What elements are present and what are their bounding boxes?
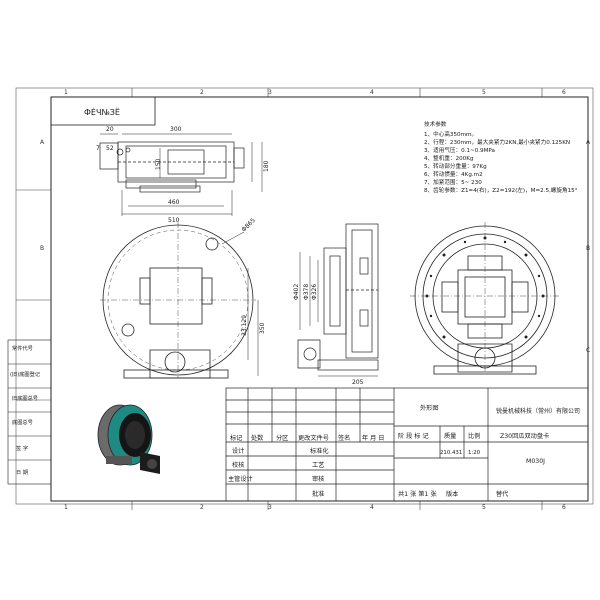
grid-col-2-bottom: 2 [200,504,204,511]
header-sign: 签名 [338,434,350,442]
dim-phi326: Φ326 [311,284,318,300]
tech-notes-heading: 技术参数 [424,120,447,128]
weight-value: 210.431 [440,450,462,456]
dim-300: 300 [170,126,182,133]
grid-row-b: B [40,245,44,252]
version-label: 版本 [446,490,458,498]
back-view [410,222,560,375]
replace-label: 替代 [496,490,509,498]
header-change-doc: 更改文件号 [298,434,329,442]
grid-col-4-bottom: 4 [370,504,374,511]
left-strip [7,339,52,485]
tech-note-5: 5、转动部分重量：97Kg [424,162,487,170]
drawing-name: 外形图 [420,404,439,412]
part-name: Z30回瓜双动盘卡 [500,432,549,440]
back-view-bolts [425,236,545,339]
grid-col-1-bottom: 1 [64,504,68,511]
dim-phi402: Φ402 [293,284,300,300]
row-check: 校核 [232,461,244,469]
grid-col-3-top: 3 [268,89,272,96]
side-view-dims [299,252,378,377]
front-view [100,222,256,379]
grid-col-1-top: 1 [64,89,68,96]
dim-510: 510 [168,217,180,224]
scale-label: 比例 [468,432,480,440]
tech-note-2: 2、行程：230mm，最大夹紧力2KN,最小夹紧力0.125KN [424,138,570,146]
dim-180: 180 [263,160,270,172]
grid-col-4-top: 4 [370,89,374,96]
left-strip-label-1: 常件代号 [12,344,33,352]
tech-note-1: 1、中心高350mm。 [424,130,477,138]
dim-33129: 33.129 [241,315,248,336]
row-chief: 主管设计 [228,475,253,483]
tech-notes: 技术参数 1、中心高350mm。 2、行程：230mm，最大夹紧力2KN,最小夹… [424,120,578,194]
header-count: 处数 [251,434,264,442]
grid-col-2-top: 2 [200,89,204,96]
grid-row-a: A [40,139,45,146]
grid-col-5-bottom: 5 [482,504,486,511]
tech-note-6: 6、转动惯量：4Kg.m2 [424,170,483,178]
dim-phi865: Φ865 [240,217,257,234]
row-review: 审核 [312,475,324,483]
top-view-dims [100,133,263,216]
scale-value: 1:20 [468,450,481,456]
sheet-info: 共1 张 第1 张 [398,490,437,498]
front-view-dims [221,231,259,376]
left-strip-label-3: 旧底图总号 [12,394,38,402]
grid-col-3-bottom: 3 [268,504,272,511]
grid-row-c-right: C [586,347,590,354]
isometric-render [97,404,160,474]
dim-460: 460 [168,199,180,206]
row-approve: 批准 [312,490,324,498]
header-date: 年 月 日 [362,434,385,442]
drawing-code: M030J [526,458,545,465]
title-block [225,387,589,502]
dim-52: 52 [106,145,114,152]
stamp-text: ФÉЧ№ЗЁ [84,106,120,117]
tech-note-4: 4、整机重：200Kg [424,154,474,162]
left-strip-label-6: 日 期 [16,469,28,476]
dim-350: 350 [259,322,266,334]
tech-note-3: 3、适用气压：0.1~0.9MPa [424,146,495,154]
left-strip-label-2: (旧)底图登记 [10,370,40,378]
row-design: 设计 [232,447,244,455]
grid-col-5-top: 5 [482,89,486,96]
grid-col-6-top: 6 [562,89,566,96]
grid-row-a-right: A [586,139,591,146]
top-view [99,141,245,193]
dim-150: 150 [155,158,162,170]
header-zone: 分区 [276,434,288,442]
company-name: 锐曼机械科技（常州）有限公司 [496,407,580,415]
dim-20: 20 [106,126,114,133]
weight-label: 质量 [444,432,456,440]
tech-note-7: 7、加紧范围：5~ 230 [424,178,482,186]
dim-7: 7 [96,145,100,152]
left-strip-label-4: 底图总号 [12,418,33,426]
tech-note-8: 8、齿轮参数：Z1=4(右)，Z2=192(左)，M=2.5,螺旋角15° [424,186,578,194]
stage-label: 阶 段 标 记 [398,432,429,440]
row-process: 工艺 [312,461,324,469]
dim-205: 205 [352,379,364,386]
side-view [297,223,379,371]
grid-col-6-bottom: 6 [562,504,566,511]
stamp-box [50,96,156,126]
left-strip-label-5: 签 字 [16,444,28,452]
header-mark: 标记 [230,434,242,442]
dim-phi378: Φ378 [303,284,310,300]
grid-row-b-right: B [586,245,590,252]
row-standard: 标准化 [310,447,329,455]
outer-frame [15,87,594,505]
top-grid-ticks [16,88,543,510]
